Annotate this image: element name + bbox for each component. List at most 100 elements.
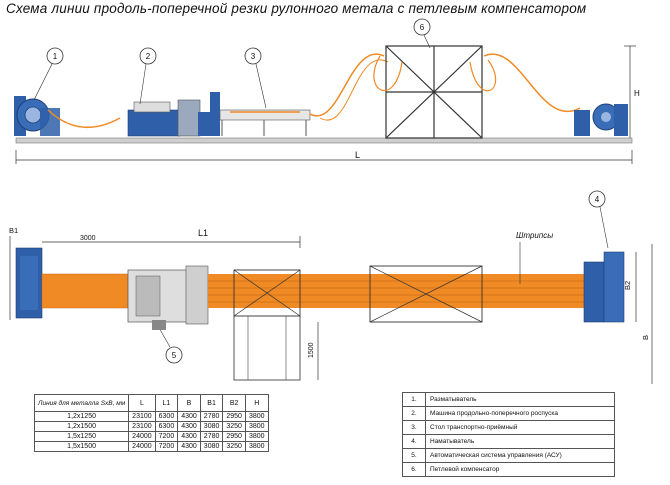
- b2-label: B2: [623, 281, 632, 290]
- table-cell: 3800: [244, 431, 269, 442]
- diagram-title: Схема линии продоль-поперечной резки рул…: [6, 1, 587, 16]
- table-cell: 3250: [222, 441, 246, 452]
- table-cell: 1,5x1250: [33, 431, 130, 442]
- table-cell: 2780: [199, 411, 224, 422]
- table-row: 1,5x1250 24000 7200 4300 2780 2950 3800: [33, 431, 269, 442]
- floor: [15, 137, 633, 144]
- parameters-header-cell: H: [244, 394, 269, 412]
- table-cell: 3800: [244, 421, 269, 432]
- legend-text: Машина продольно-поперечного роспуска: [425, 406, 615, 421]
- legend-text: Наматыватель: [425, 434, 615, 449]
- b1-label: B1: [9, 226, 18, 235]
- legend-row: 1.Разматыватель: [402, 392, 615, 407]
- table-cell: 4300: [177, 431, 201, 442]
- legend-row: 5.Автоматическая система управления (АСУ…: [402, 448, 615, 463]
- table-cell: 23100: [128, 421, 156, 432]
- table-cell: 7200: [154, 431, 179, 442]
- callouts: 1 2 3 6 4 5: [33, 18, 609, 364]
- parameters-header-cell: B: [177, 394, 201, 412]
- callout-5-label: 5: [172, 351, 177, 360]
- legend-text: Стол транспортно-приёмный: [425, 420, 615, 435]
- legend-num: 5.: [402, 448, 426, 463]
- parameters-header-cell: B2: [222, 394, 246, 412]
- table-cell: 2950: [222, 411, 246, 422]
- table-cell: 2950: [222, 431, 246, 442]
- callout-5: [165, 346, 183, 364]
- table-row: 1,2x1500 23100 6300 4300 3080 3250 3800: [33, 421, 269, 432]
- table-cell: 3800: [244, 411, 269, 422]
- side-view: H L: [14, 45, 640, 164]
- b-label: B: [641, 335, 650, 340]
- legend-row: 3.Стол транспортно-приёмный: [402, 420, 615, 435]
- parameters-header-cell: L1: [154, 394, 179, 412]
- parameters-header-row: Линия для металла SxB, мм L L1 B B1 B2 H: [33, 394, 269, 412]
- legend-num: 2.: [402, 406, 426, 421]
- table-cell: 4300: [177, 441, 201, 452]
- control-cabinet: [152, 320, 166, 330]
- l1-label: L1: [198, 228, 208, 238]
- table-cell: 23100: [128, 411, 156, 422]
- table-cell: 4300: [177, 421, 201, 432]
- callout-6: [413, 18, 431, 36]
- table-cell: 1,2x1500: [33, 421, 130, 432]
- legend-text: Петлевой компенсатор: [425, 462, 615, 477]
- recoiler-top: [583, 261, 605, 323]
- table-row: 1,2x1250 23100 6300 4300 2780 2950 3800: [33, 411, 269, 422]
- legend-num: 1.: [402, 392, 426, 407]
- parameters-header-cell: B1: [199, 394, 224, 412]
- loop-compensator-top: [369, 265, 483, 323]
- parameters-header-cell: L: [128, 394, 156, 412]
- loop-compensator-side: [385, 45, 483, 139]
- legend-text: Автоматическая система управления (АСУ): [425, 448, 615, 463]
- strips-label: Штрипсы: [516, 231, 553, 240]
- table-cell: 7200: [154, 441, 179, 452]
- callout-3-label: 3: [251, 52, 256, 61]
- stand-frame: [233, 315, 301, 381]
- legend-row: 6.Петлевой компенсатор: [402, 462, 615, 477]
- callout-4: [588, 190, 606, 208]
- table-cell: 24000: [128, 431, 156, 442]
- legend-num: 4.: [402, 434, 426, 449]
- callout-6-label: 6: [420, 23, 425, 32]
- callout-2-label: 2: [146, 52, 151, 61]
- table-row: 1,5x1500 24000 7200 4300 3080 3250 3800: [33, 441, 269, 452]
- table-cell: 3800: [244, 441, 269, 452]
- callout-3: [244, 47, 262, 65]
- table-cell: 6300: [154, 411, 179, 422]
- strip-lanes: [208, 274, 584, 308]
- coil-strip-band: [41, 273, 129, 309]
- table-cell: 3080: [199, 441, 224, 452]
- top-view: B1 3000 L1: [9, 226, 653, 384]
- strip-path-loop-1: [309, 53, 385, 117]
- table-cell: 2780: [199, 431, 224, 442]
- table-cell: 3250: [222, 421, 246, 432]
- d3000-label: 3000: [80, 235, 96, 242]
- table-cell: 3080: [199, 421, 224, 432]
- legend-num: 6.: [402, 462, 426, 477]
- legend-row: 4.Наматыватель: [402, 434, 615, 449]
- table-cell: 1,5x1500: [33, 441, 130, 452]
- uncoiler-side: [14, 96, 60, 136]
- l-label: L: [355, 150, 360, 160]
- table-cell: 4300: [177, 411, 201, 422]
- parameters-table: Линия для металла SxB, мм L L1 B B1 B2 H…: [33, 394, 269, 452]
- legend-text: Разматыватель: [425, 392, 615, 407]
- table-cell: 1,2x1250: [33, 411, 130, 422]
- callout-1: [46, 47, 64, 65]
- callout-4-label: 4: [595, 195, 600, 204]
- strip-path-loop-2: [483, 53, 581, 112]
- legend-table: 1.Разматыватель 2.Машина продольно-попер…: [402, 392, 615, 477]
- legend-num: 3.: [402, 420, 426, 435]
- strip-path-1: [47, 109, 121, 129]
- callout-2: [139, 47, 157, 65]
- table-cell: 24000: [128, 441, 156, 452]
- slitting-machine-side: [127, 99, 218, 137]
- transport-table-side: [210, 92, 311, 136]
- legend-row: 2.Машина продольно-поперечного роспуска: [402, 406, 615, 421]
- recoiler-side: [574, 103, 628, 136]
- callout-1-label: 1: [53, 52, 58, 61]
- h-label: H: [634, 89, 640, 98]
- table-cell: 6300: [154, 421, 179, 432]
